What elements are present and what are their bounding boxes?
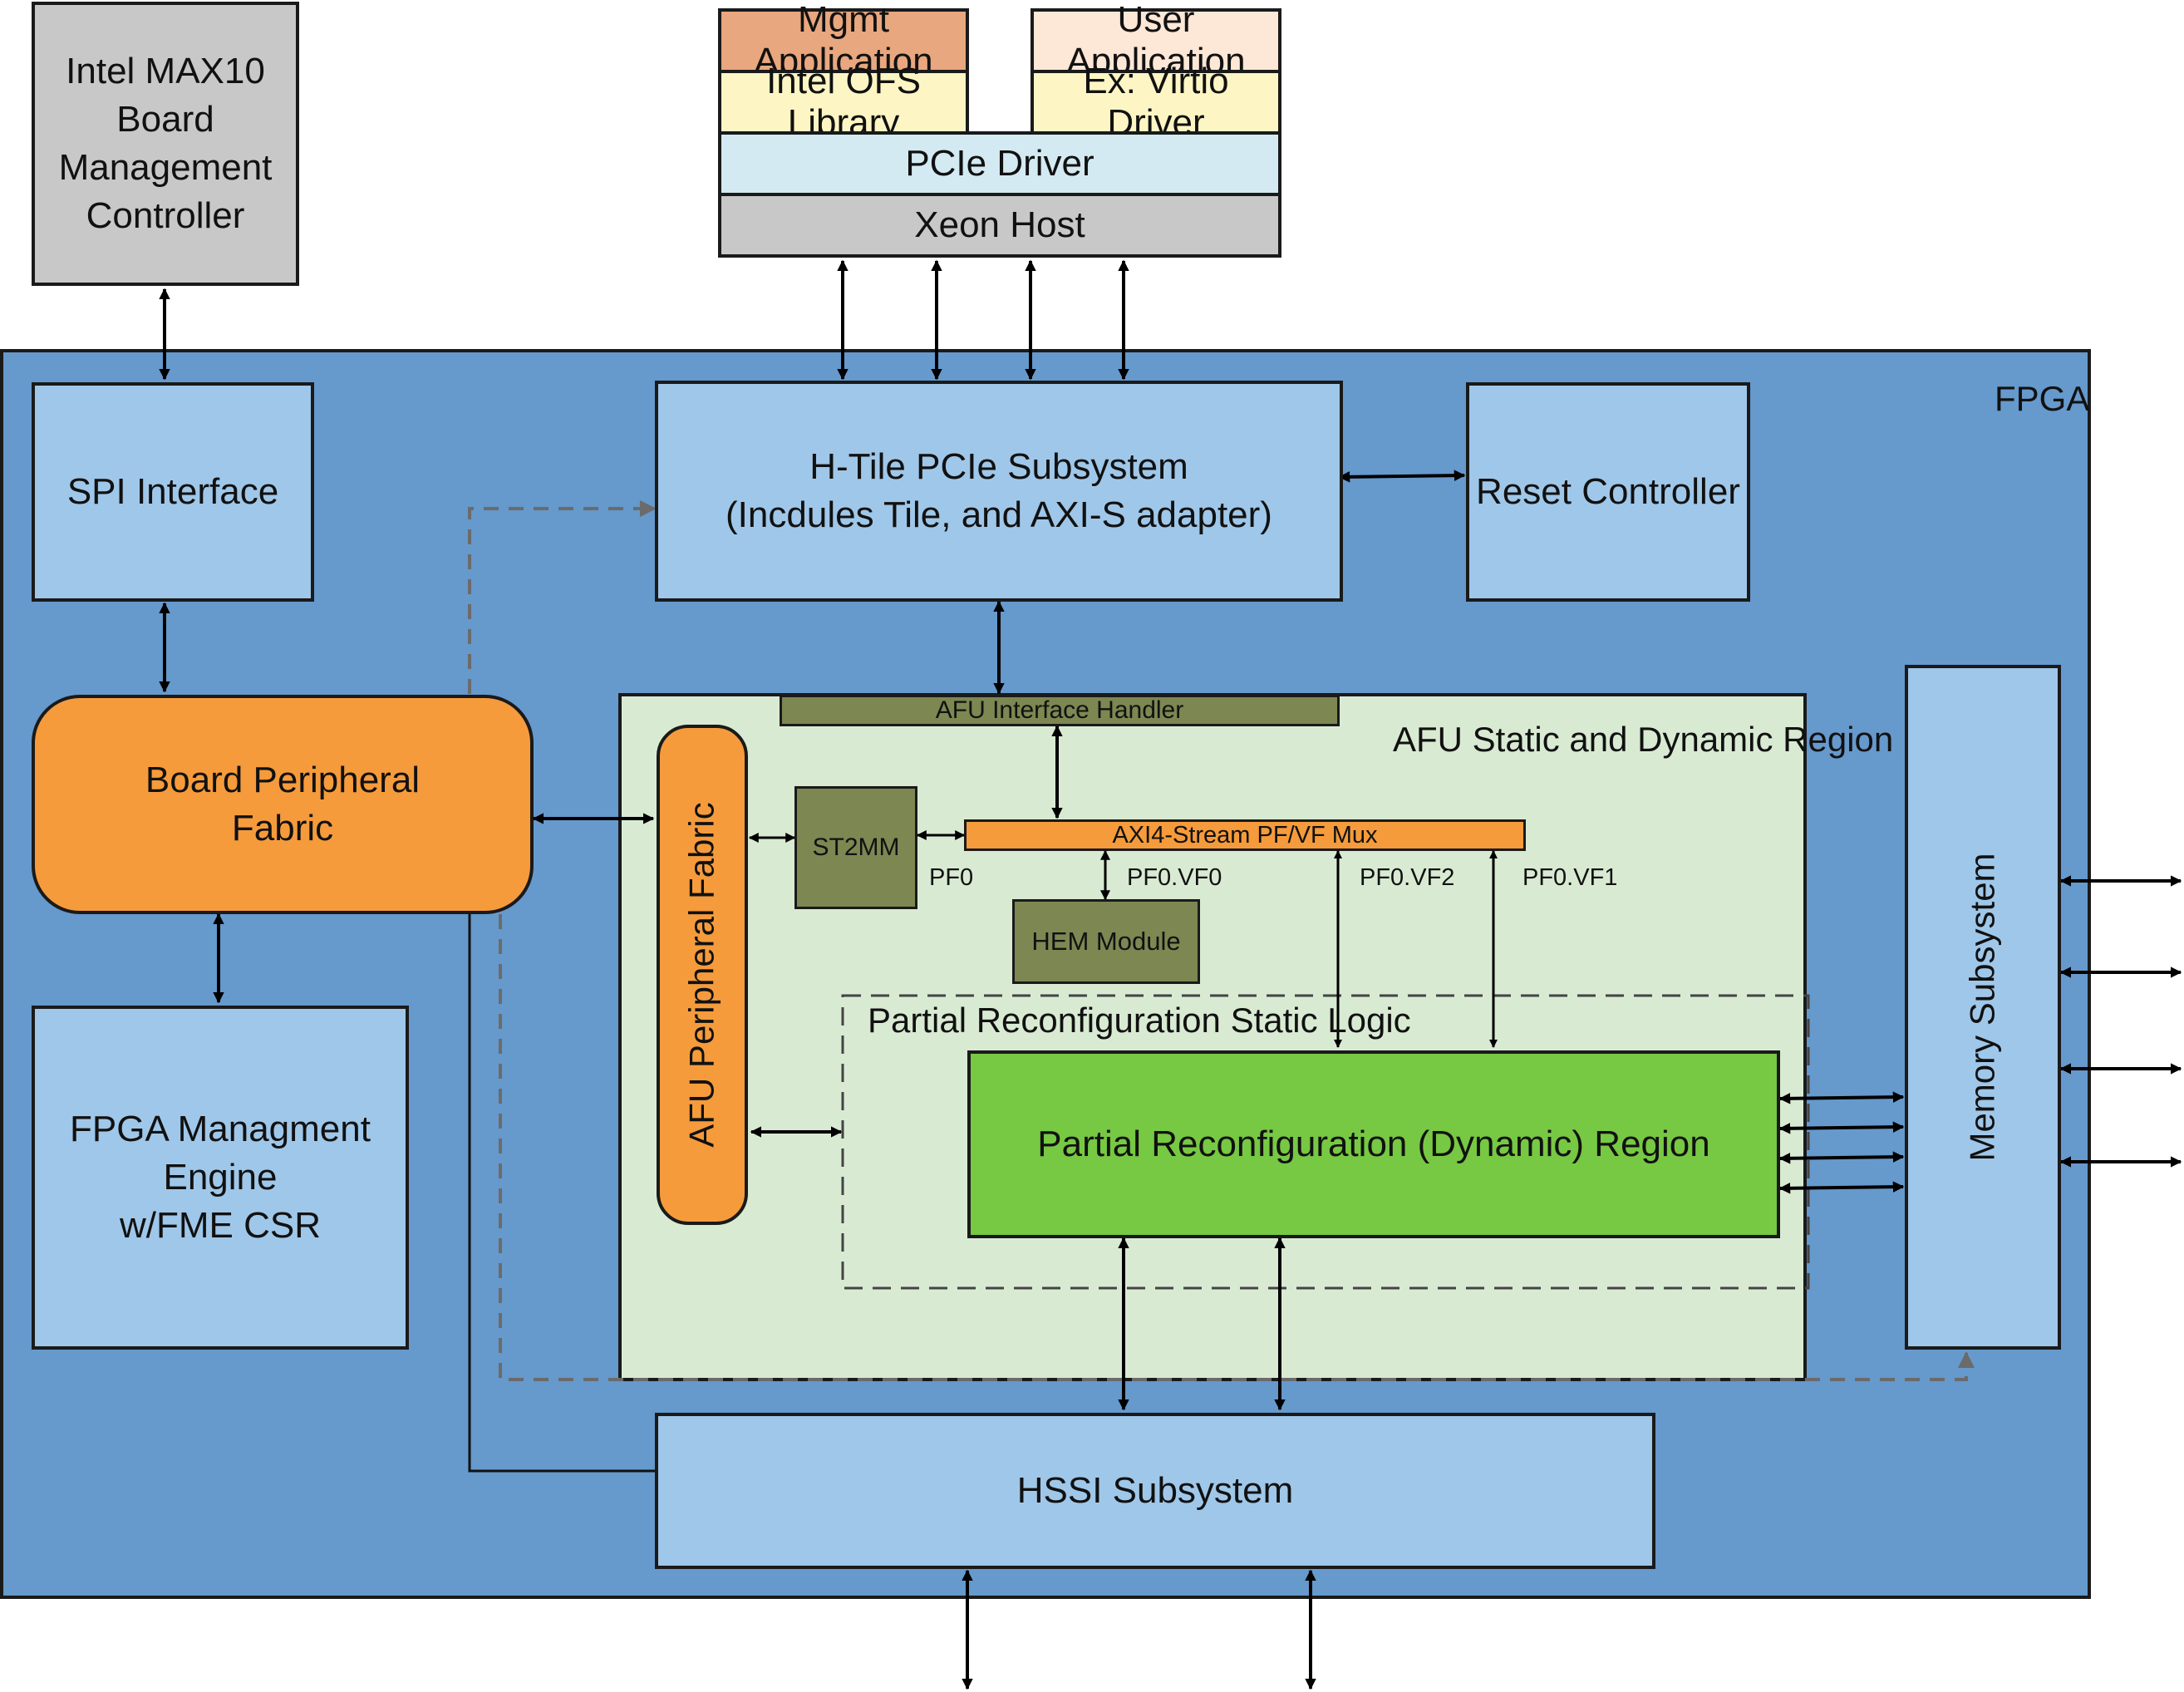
mgmt-application-box: Mgmt Application — [718, 0, 969, 81]
dashed-link-to-memory — [499, 914, 1975, 1381]
fpga-label: FPGA — [1995, 379, 2090, 418]
arrow-pr-mem-2 — [1778, 1121, 1905, 1134]
fme-box: FPGA Managment Engine w/FME CSR — [32, 1006, 409, 1350]
ofs-library-box: Intel OFS Library — [718, 61, 969, 143]
hssi-subsystem-label: HSSI Subsystem — [1016, 1470, 1294, 1511]
st2mm-label: ST2MM — [812, 834, 900, 861]
fme-line1: FPGA Managment Engine — [70, 1108, 371, 1198]
st2mm-box: ST2MM — [794, 786, 917, 909]
pf0-vf1-label: PF0.VF1 — [1522, 864, 1618, 891]
axi4-stream-mux-box: AXI4-Stream PF/VF Mux — [964, 819, 1526, 851]
pr-static-region — [841, 994, 1810, 1290]
bmc-box: Intel MAX10 Board Management Controller — [32, 2, 299, 286]
board-fabric-line1: Board Peripheral — [145, 759, 421, 800]
afu-interface-handler-box: AFU Interface Handler — [780, 695, 1340, 726]
pf0-vf2-label: PF0.VF2 — [1360, 864, 1455, 891]
afu-region-label: AFU Static and Dynamic Region — [1393, 720, 1894, 759]
virtio-driver-box: Ex: Virtio Driver — [1031, 61, 1281, 143]
pcie-driver-label: PCIe Driver — [905, 143, 1094, 184]
pf0-vf0-label: PF0.VF0 — [1127, 864, 1222, 891]
reset-controller-label: Reset Controller — [1476, 471, 1740, 512]
reset-controller-box: Reset Controller — [1466, 382, 1750, 602]
arrow-pr-mem-1 — [1778, 1091, 1905, 1104]
arrow-pr-mem-4 — [1778, 1181, 1905, 1194]
afu-peripheral-fabric-label: AFU Peripheral Fabric — [682, 802, 721, 1148]
afu-interface-handler-label: AFU Interface Handler — [935, 696, 1184, 724]
pcie-subsystem-line1: H-Tile PCIe Subsystem — [809, 445, 1188, 487]
pcie-subsystem-line2: (Incdules Tile, and AXI-S adapter) — [726, 494, 1272, 535]
pr-dynamic-label: Partial Reconfiguration (Dynamic) Region — [1037, 1124, 1710, 1164]
board-peripheral-fabric-box: Board Peripheral Fabric — [32, 695, 534, 914]
board-fabric-line2: Fabric — [231, 808, 334, 848]
pf0-label: PF0 — [929, 864, 974, 891]
hem-module-box: HEM Module — [1012, 899, 1200, 984]
spi-interface-label: SPI Interface — [66, 471, 279, 512]
bmc-line3: Controller — [86, 195, 245, 237]
dashed-link-to-pcie — [468, 500, 657, 694]
xeon-host-box: Xeon Host — [718, 193, 1281, 258]
pcie-driver-box: PCIe Driver — [718, 131, 1281, 196]
memory-subsystem-box: Memory Subsystem — [1905, 665, 2061, 1350]
afu-peripheral-fabric-box: AFU Peripheral Fabric — [657, 725, 748, 1225]
hem-module-label: HEM Module — [1031, 927, 1181, 956]
pr-dynamic-region-box: Partial Reconfiguration (Dynamic) Region — [967, 1050, 1780, 1238]
axi4-stream-mux-label: AXI4-Stream PF/VF Mux — [1112, 821, 1378, 848]
fabric-hssi-link — [468, 914, 655, 1473]
xeon-host-label: Xeon Host — [914, 204, 1085, 245]
arrow-pr-mem-3 — [1778, 1151, 1905, 1164]
memory-subsystem-label: Memory Subsystem — [1963, 853, 2002, 1162]
pr-static-label: Partial Reconfiguration Static Logic — [868, 1001, 1411, 1040]
arrow-pcie-reset — [1338, 470, 1466, 483]
bmc-line1: Intel MAX10 — [66, 50, 265, 91]
pcie-subsystem-box: H-Tile PCIe Subsystem (Incdules Tile, an… — [655, 381, 1343, 602]
bmc-line2: Board Management — [58, 98, 273, 188]
hssi-subsystem-box: HSSI Subsystem — [655, 1413, 1655, 1569]
fme-line2: w/FME CSR — [120, 1205, 321, 1247]
spi-interface-box: SPI Interface — [32, 382, 314, 602]
